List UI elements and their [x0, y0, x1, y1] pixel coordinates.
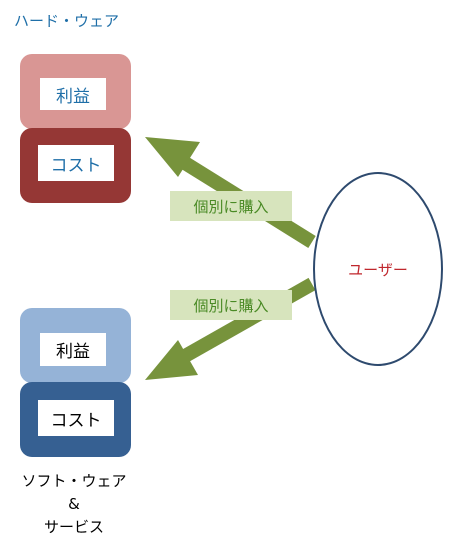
software-caption-line2: &: [68, 495, 80, 513]
software-profit-label: 利益: [40, 333, 106, 366]
arrow-head-software: [145, 340, 198, 380]
software-cost-block: コスト: [20, 382, 131, 457]
hardware-profit-block: 利益: [20, 54, 131, 129]
software-profit-block: 利益: [20, 308, 131, 383]
hardware-cost-block: コスト: [20, 128, 131, 203]
arrow-label-hardware: 個別に購入: [170, 191, 292, 221]
hardware-title: ハード・ウェア: [14, 12, 120, 30]
software-caption: ソフト・ウェア & サービス: [0, 470, 148, 539]
software-caption-line1: ソフト・ウェア: [21, 472, 127, 490]
arrow-label-software: 個別に購入: [170, 290, 292, 320]
software-cost-label: コスト: [38, 400, 114, 436]
arrow-head-hardware: [145, 137, 200, 177]
user-node: ユーザー: [313, 172, 443, 366]
user-label: ユーザー: [348, 260, 408, 279]
hardware-cost-label: コスト: [38, 145, 114, 181]
software-caption-line3: サービス: [43, 518, 104, 536]
hardware-profit-label: 利益: [40, 78, 106, 110]
